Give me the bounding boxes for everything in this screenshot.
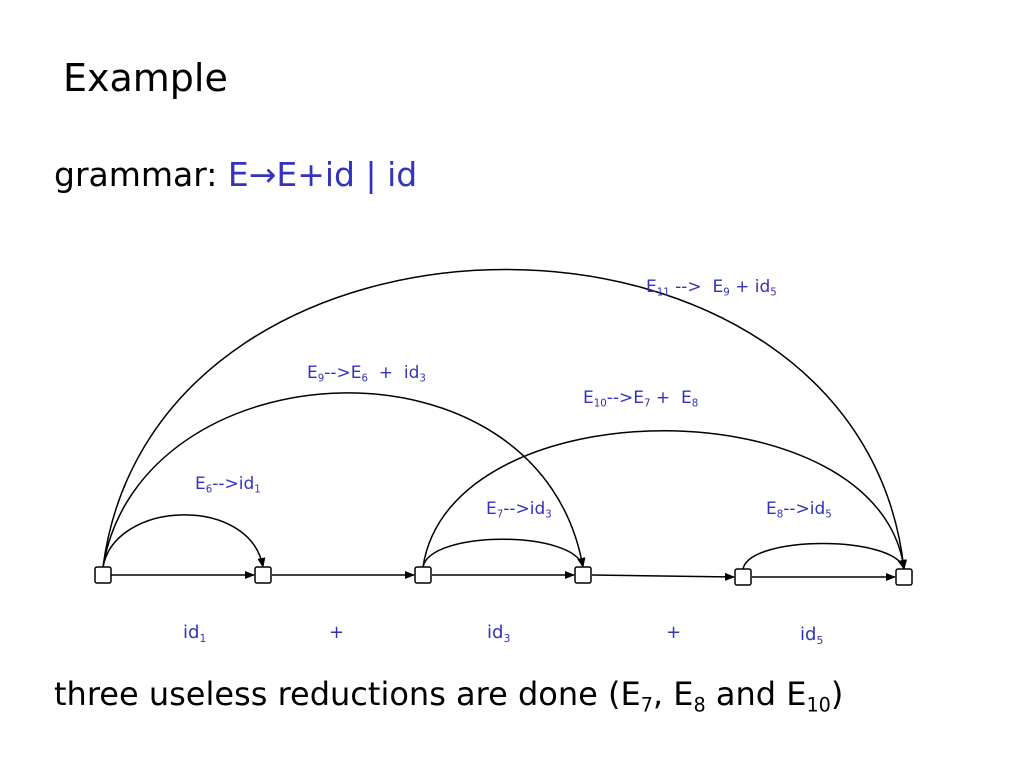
footer-note: three useless reductions are done (E7, E… <box>54 675 844 717</box>
arc-e9 <box>102 392 586 568</box>
arc-e8 <box>742 542 906 570</box>
arc-e7 <box>422 538 585 568</box>
arc-e10 <box>422 430 907 570</box>
token-label-2: + <box>329 622 345 643</box>
node-4 <box>734 568 752 586</box>
node-0 <box>94 566 112 584</box>
arc-e6 <box>102 514 266 568</box>
edge-label-e6: E6-->id1 <box>195 474 261 496</box>
node-3 <box>574 566 592 584</box>
edge-label-e11: E11 --> E9 + id5 <box>646 277 777 299</box>
token-label-1: id1 <box>183 622 207 645</box>
grammar-line: grammar: E→E+id | id <box>54 153 417 197</box>
edge-label-e10: E10-->E7 + E8 <box>583 388 699 410</box>
edge-label-e7: E7-->id3 <box>486 499 552 521</box>
arc-e11 <box>102 268 907 570</box>
token-edge-4 <box>591 572 735 581</box>
grammar-rule: E→E+id | id <box>227 155 418 194</box>
edge-label-e9: E9-->E6 + id3 <box>307 363 426 385</box>
node-5 <box>895 568 913 586</box>
token-label-4: + <box>666 622 682 643</box>
grammar-prefix: grammar: <box>54 155 218 194</box>
token-label-3: id3 <box>487 622 511 645</box>
edge-label-e8: E8-->id5 <box>766 499 832 521</box>
slide-title: Example <box>63 56 228 100</box>
node-2 <box>414 566 432 584</box>
token-label-5: id5 <box>800 624 824 647</box>
node-1 <box>254 566 272 584</box>
